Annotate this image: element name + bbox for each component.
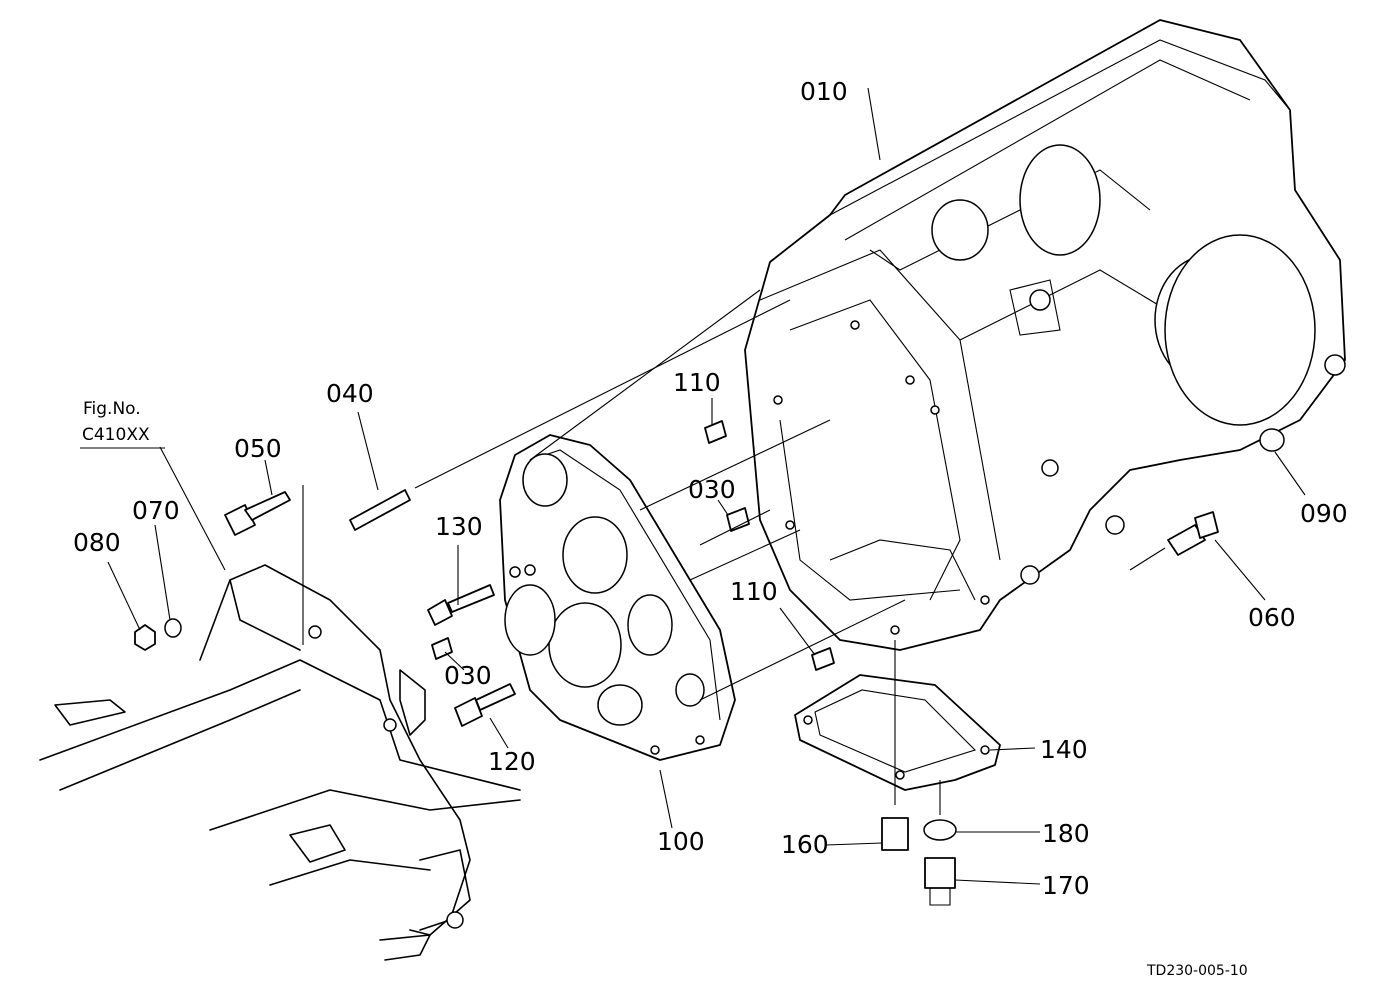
callout-060: 060 <box>1248 603 1296 632</box>
callout-030-right: 030 <box>688 475 736 504</box>
callout-160: 160 <box>781 830 829 859</box>
callout-120: 120 <box>488 747 536 776</box>
callout-110-lower: 110 <box>730 577 778 606</box>
callout-110-upper: 110 <box>673 368 721 397</box>
callout-170: 170 <box>1042 871 1090 900</box>
oil-pan-140 <box>794 674 1001 791</box>
callout-070: 070 <box>132 496 180 525</box>
callout-080: 080 <box>73 528 121 557</box>
callout-130: 130 <box>435 512 483 541</box>
callout-090: 090 <box>1300 499 1348 528</box>
callout-180: 180 <box>1042 819 1090 848</box>
drawing-code: TD230-005-10 <box>1146 963 1248 979</box>
small-parts <box>134 420 1285 906</box>
equipment-frame-context <box>39 564 521 961</box>
callout-010: 010 <box>800 77 848 106</box>
front-cover-100 <box>499 434 736 761</box>
callout-050: 050 <box>234 434 282 463</box>
callout-140: 140 <box>1040 735 1088 764</box>
callout-030-left: 030 <box>444 661 492 690</box>
callout-040: 040 <box>326 379 374 408</box>
figure-reference-line1: Fig.No. <box>83 399 141 419</box>
leader-lines <box>80 87 1306 885</box>
figure-reference-line2: C410XX <box>82 425 150 445</box>
callout-100: 100 <box>657 827 705 856</box>
transmission-case-010 <box>744 19 1346 651</box>
